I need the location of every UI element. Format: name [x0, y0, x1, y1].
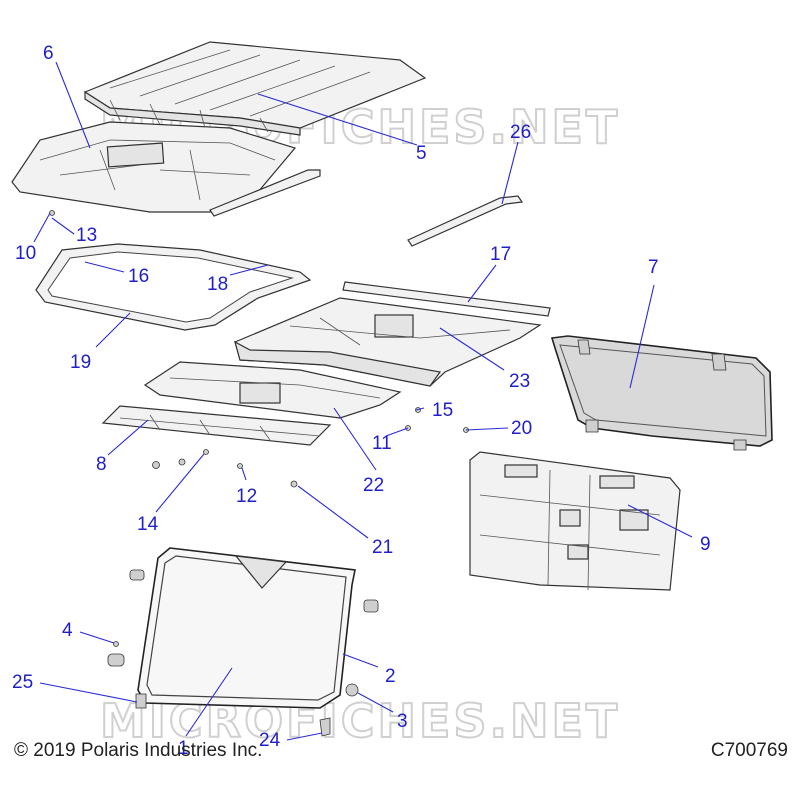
callout-8: 8: [96, 454, 107, 475]
leader-lines: [33, 61, 693, 741]
callout-labels: 1 2 3 4 5 6 7 8 9 10 11 12 13 14 15 16 1…: [12, 43, 711, 759]
callout-3: 3: [397, 711, 408, 732]
part-22-inner-panel: [143, 361, 402, 419]
callout-24: 24: [259, 730, 281, 751]
part-26-seal-strip: [209, 169, 524, 247]
callout-13: 13: [76, 225, 97, 246]
part-23-headliner: [234, 297, 542, 387]
callout-19: 19: [70, 352, 91, 373]
callout-12: 12: [236, 486, 257, 507]
part-17-rear-rail: [342, 281, 551, 317]
callout-10: 10: [15, 243, 36, 264]
callout-2: 2: [385, 666, 396, 687]
part-5-roof-panel: [83, 41, 427, 136]
callout-11: 11: [372, 433, 392, 454]
callout-25: 25: [12, 672, 33, 693]
callout-5: 5: [416, 143, 427, 164]
callout-7: 7: [648, 257, 659, 278]
callout-6: 6: [43, 43, 54, 64]
callout-1: 1: [178, 738, 189, 759]
diagram-code: C700769: [710, 740, 788, 761]
part-6-front-roof-cap: [11, 121, 297, 213]
callout-14: 14: [137, 514, 159, 535]
callout-4: 4: [62, 620, 73, 641]
part-8-front-rail: [101, 405, 332, 446]
copyright-text: © 2019 Polaris Industries Inc.: [14, 740, 263, 761]
callout-26: 26: [510, 122, 531, 143]
part-19-seal-frame: [35, 243, 312, 331]
callout-17: 17: [490, 244, 511, 265]
part-7-rear-window: [550, 335, 773, 451]
part-9-rear-panel: [469, 451, 681, 591]
callout-20: 20: [511, 418, 532, 439]
callout-23: 23: [509, 371, 530, 392]
callout-18: 18: [207, 274, 228, 295]
callout-15: 15: [432, 400, 453, 421]
callout-9: 9: [700, 534, 711, 555]
callout-16: 16: [128, 266, 149, 287]
part-1-windshield: [137, 547, 356, 709]
callout-21: 21: [372, 537, 393, 558]
callout-22: 22: [363, 475, 384, 496]
